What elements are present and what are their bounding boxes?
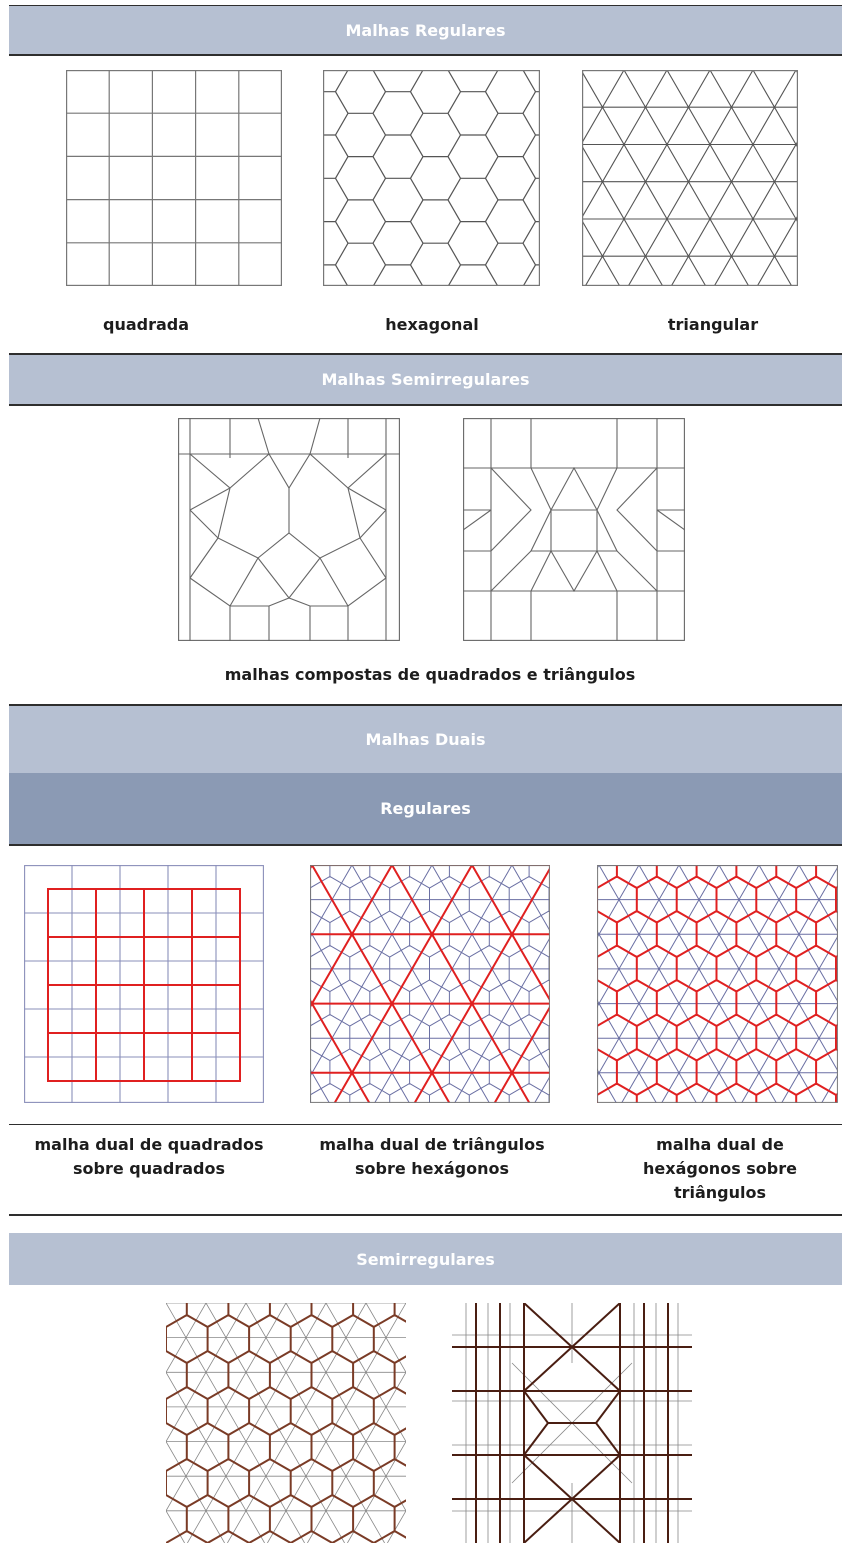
mesh-label-hexagonal: hexagonal (385, 315, 479, 334)
divider (9, 704, 842, 706)
divider (9, 54, 842, 56)
section-header-dual-regular: Regulares (9, 773, 842, 844)
square-grid-icon (66, 70, 282, 286)
dual-label-triangles: malha dual de triângulos sobre hexágonos (319, 1135, 545, 1178)
section-title: Regulares (380, 799, 471, 818)
dual-hexagon-triangle-icon (597, 865, 838, 1103)
dual-triangle-hexagon-icon (310, 865, 550, 1103)
dual-label-hexagons: malha dual de hexágonos sobre triângulos (643, 1135, 797, 1202)
divider (9, 404, 842, 406)
hexagon-grid-icon (323, 70, 540, 286)
section-title: Semirregulares (356, 1249, 495, 1269)
section-header-dual: Malhas Duais (9, 706, 842, 773)
section-title: Malhas Regulares (345, 20, 506, 40)
divider (9, 1124, 842, 1125)
dual-semiregular-hexagon-icon (166, 1303, 406, 1543)
snub-square-tiling-icon (178, 418, 400, 641)
section-title: Malhas Duais (365, 730, 486, 749)
dual-semiregular-square-icon (452, 1303, 692, 1543)
elongated-triangular-tiling-icon (463, 418, 685, 641)
section-title: Malhas Semirregulares (321, 370, 530, 389)
section-header-regular: Malhas Regulares (9, 6, 842, 54)
divider (9, 844, 842, 846)
semiregular-caption: malhas compostas de quadrados e triângul… (224, 665, 636, 684)
dual-label-squares: malha dual de quadrados sobre quadrados (34, 1135, 264, 1178)
mesh-label-triangular: triangular (667, 315, 759, 334)
section-header-semiregular: Malhas Semirregulares (9, 355, 842, 404)
divider (9, 353, 842, 355)
dual-square-grid-icon (24, 865, 264, 1103)
section-header-dual-semiregular: Semirregulares (9, 1233, 842, 1285)
triangle-grid-icon (582, 70, 798, 286)
mesh-label-square: quadrada (102, 315, 190, 334)
divider (9, 1214, 842, 1216)
